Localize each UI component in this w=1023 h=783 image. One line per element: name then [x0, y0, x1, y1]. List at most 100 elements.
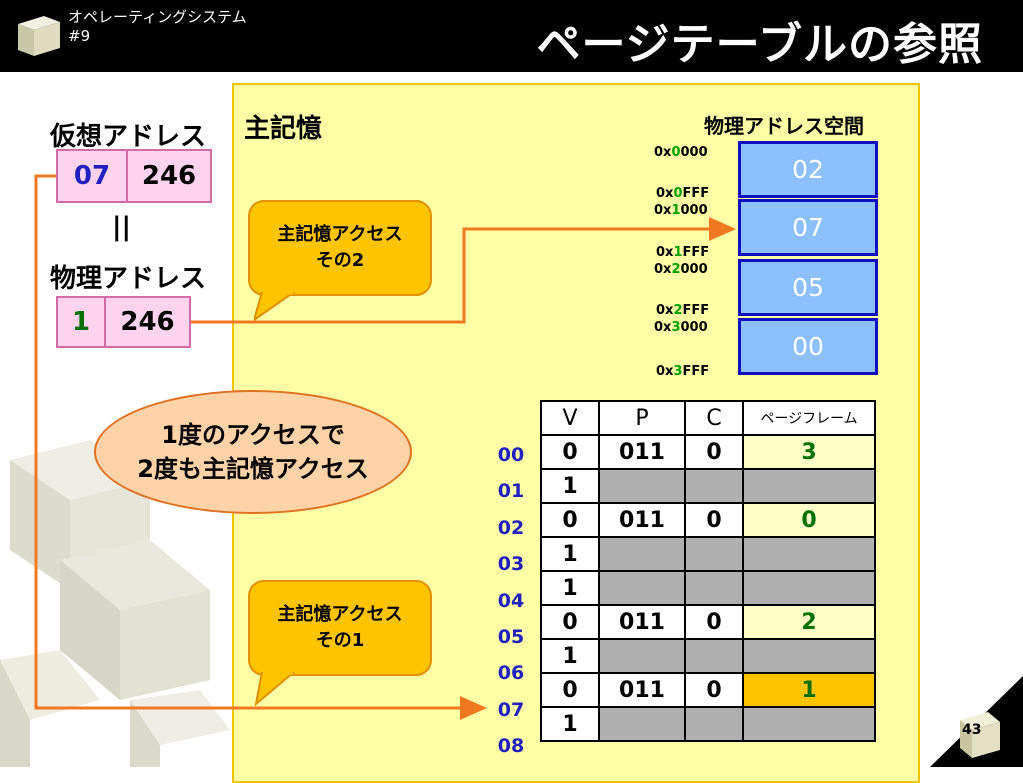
cell-v: 1: [540, 706, 600, 742]
callout-access-1-line1: 主記憶アクセス: [277, 604, 403, 625]
cell-v: 1: [540, 638, 600, 674]
callout-access-2-line2: その2: [315, 250, 365, 271]
cell-frame: [742, 706, 876, 742]
cell-frame-highlighted: 1: [742, 672, 876, 708]
corner-cube-icon: [930, 676, 1023, 767]
row-index-01: 01: [497, 480, 525, 502]
frame-block-3: 00: [738, 318, 878, 375]
callout-access-2: 主記憶アクセス その2: [248, 200, 432, 296]
table-row: 0 011 0 2: [540, 604, 876, 640]
cell-c: [684, 638, 744, 674]
cell-v: 0: [540, 434, 600, 470]
cell-frame: 3: [742, 434, 876, 470]
range-3-end: 0x3FFF: [656, 364, 710, 379]
range-1-start: 0x1000: [654, 203, 708, 218]
physical-offset: 246: [104, 298, 189, 346]
page-number: 43: [962, 722, 982, 738]
physical-frame-number: 1: [71, 307, 91, 337]
cell-v: 1: [540, 570, 600, 606]
range-3-start: 0x3000: [654, 320, 708, 335]
cell-p: [598, 706, 686, 742]
row-index-00: 00: [497, 444, 525, 466]
frame-block-0: 02: [738, 141, 878, 198]
header-c: C: [684, 400, 744, 436]
table-row: 1: [540, 536, 876, 572]
range-0-end: 0x0FFF: [656, 186, 710, 201]
cell-c: [684, 570, 744, 606]
slide-header: [0, 0, 1023, 72]
lecture-number: #9: [68, 27, 91, 45]
double-access-oval: 1度のアクセスで 2度も主記憶アクセス: [94, 390, 412, 514]
table-row: 1: [540, 706, 876, 742]
virtual-address-box: 07 246: [56, 149, 212, 203]
background-cubes-icon: [0, 440, 230, 767]
physical-address-label: 物理アドレス: [50, 264, 207, 294]
cell-frame: 0: [742, 502, 876, 538]
callout-access-1-line2: その1: [315, 630, 365, 651]
virtual-page-number: 07: [73, 161, 111, 191]
table-row: 1: [540, 638, 876, 674]
range-0-start: 0x0000: [654, 145, 708, 160]
table-row: 0 011 0 0: [540, 502, 876, 538]
cell-p: 011: [598, 672, 686, 708]
range-2-start: 0x2000: [654, 262, 708, 277]
course-label: オペレーティングシステム #9: [68, 8, 247, 46]
arrows-overlay: [34, 174, 736, 720]
callout-access-1-tail-icon: [254, 672, 296, 706]
oval-line1: 1度のアクセスで: [161, 421, 345, 449]
cell-p: [598, 570, 686, 606]
cell-p: 011: [598, 434, 686, 470]
arrow-virtual-to-table: [34, 174, 487, 720]
cell-frame: [742, 570, 876, 606]
cell-p: [598, 536, 686, 572]
header-page-frame: ページフレーム: [742, 400, 876, 436]
table-row: 1: [540, 570, 876, 606]
cell-c: [684, 536, 744, 572]
header-p: P: [598, 400, 686, 436]
table-row: 0 011 0 1: [540, 672, 876, 708]
cell-v: 0: [540, 604, 600, 640]
row-index-07: 07: [497, 699, 525, 721]
callout-access-2-tail-icon: [254, 292, 296, 322]
cell-p: 011: [598, 502, 686, 538]
main-memory-label: 主記憶: [244, 114, 323, 144]
cell-frame: [742, 536, 876, 572]
row-index-06: 06: [497, 662, 525, 684]
cell-frame: 2: [742, 604, 876, 640]
oval-line2: 2度も主記憶アクセス: [137, 455, 369, 483]
header-v: V: [540, 400, 600, 436]
cell-p: [598, 468, 686, 504]
range-2-end: 0x2FFF: [656, 303, 710, 318]
range-1-end: 0x1FFF: [656, 245, 710, 260]
virtual-address-label: 仮想アドレス: [50, 122, 207, 152]
cell-c: [684, 468, 744, 504]
arrow-physical-to-memory: [191, 217, 736, 324]
cell-c: 0: [684, 434, 744, 470]
row-index-02: 02: [497, 517, 525, 539]
row-index-05: 05: [497, 626, 525, 648]
row-index-04: 04: [497, 590, 525, 612]
cell-v: 1: [540, 468, 600, 504]
cell-p: [598, 638, 686, 674]
table-row: 1: [540, 468, 876, 504]
frame-block-1: 07: [738, 199, 878, 256]
virtual-offset: 246: [126, 151, 210, 201]
slide-title: ページテーブルの参照: [536, 19, 983, 70]
row-index-03: 03: [497, 553, 525, 575]
cell-v: 0: [540, 672, 600, 708]
cell-frame: [742, 638, 876, 674]
cell-c: 0: [684, 502, 744, 538]
callout-access-1: 主記憶アクセス その1: [248, 580, 432, 676]
page-table: V P C ページフレーム 0 011 0 3 1 0 011 0 0 1 1 …: [540, 400, 876, 742]
cube-logo-icon: [18, 16, 60, 56]
row-index-08: 08: [497, 735, 525, 757]
cell-p: 011: [598, 604, 686, 640]
cell-v: 0: [540, 502, 600, 538]
course-name: オペレーティングシステム: [68, 8, 247, 26]
frame-block-2: 05: [738, 259, 878, 316]
cell-v: 1: [540, 536, 600, 572]
physical-address-box: 1 246: [56, 296, 191, 348]
page-table-header-row: V P C ページフレーム: [540, 400, 876, 436]
cell-frame: [742, 468, 876, 504]
physical-space-label: 物理アドレス空間: [704, 114, 864, 138]
